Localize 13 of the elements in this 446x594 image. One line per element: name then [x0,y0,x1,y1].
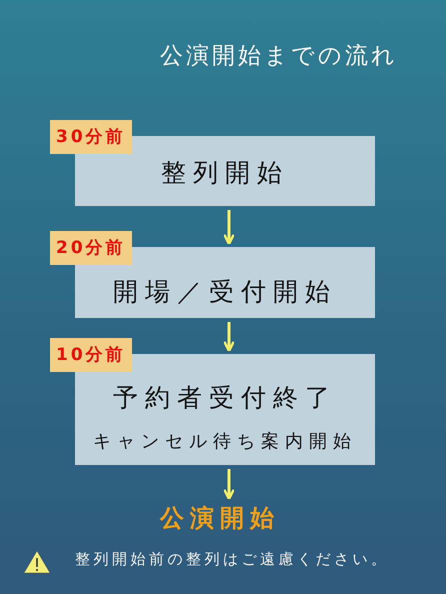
arrow [222,469,236,500]
arrow [222,210,236,246]
note-text: 整列開始前の整列はご遠慮ください。 [75,550,390,569]
step-text: キャンセル待ち案内開始 [92,430,358,453]
step-text: 整列開始 [160,157,290,189]
arrow [222,322,236,352]
time-tag: 10分前 [50,338,132,372]
title: 公演開始までの流れ [160,42,398,71]
final-step-text: 公演開始 [160,502,280,534]
time-tag: 30分前 [50,120,132,154]
step-text: 開場／受付開始 [112,276,338,308]
step-text: 予約者受付終了 [112,382,338,414]
time-tag: 20分前 [50,231,132,265]
